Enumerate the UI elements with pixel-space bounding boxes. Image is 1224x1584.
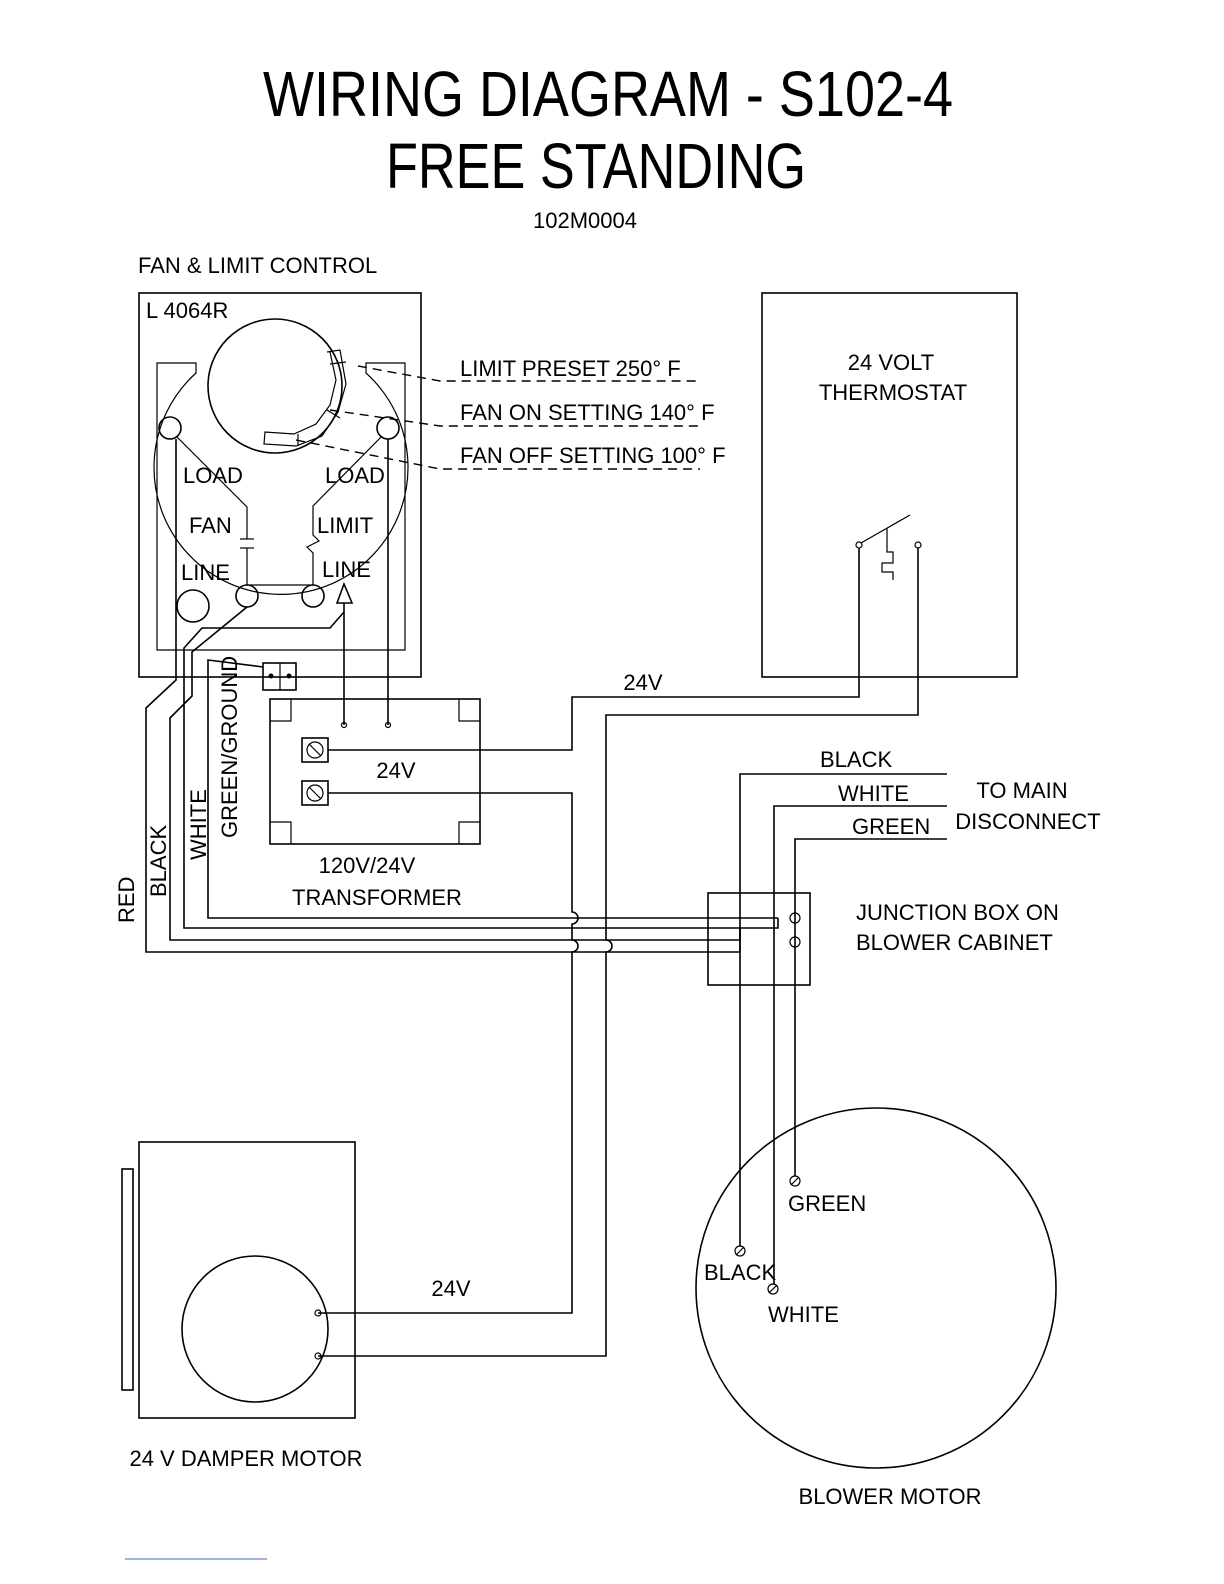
fan-off-setting-label: FAN OFF SETTING 100° F [460,443,726,468]
fan-limit-control: L 4064R LOAD LOAD FAN LIMIT LINE LINE [138,292,700,678]
line-terminal-limit [301,584,325,608]
dial [207,318,343,454]
damper-motor-label: 24 V DAMPER MOTOR [129,1446,362,1471]
control-model: L 4064R [146,298,228,323]
load-label-left: LOAD [183,463,243,488]
supply-wire-black [739,773,947,1246]
main-disconnect-label-line2: DISCONNECT [955,809,1100,834]
wire-label-24v-thermostat: 24V [623,670,662,695]
line-terminal-limit-out [335,581,354,604]
thermostat-label-line1: 24 VOLT [848,350,934,375]
thermostat-switch [860,514,911,544]
wire-24v-thermostat-to-transformer [328,548,860,751]
line-label-left: LINE [181,560,230,585]
junction-box-label-line1: JUNCTION BOX ON [856,900,1059,925]
line-label-right: LINE [322,557,371,582]
blower-terminal-white: WHITE [768,1302,839,1327]
wire-label-black: BLACK [146,825,171,897]
wire-label-green-ground: GREEN/GROUND [217,656,242,838]
wire-transformer-to-damper [318,792,579,1314]
supply-label-black: BLACK [820,747,892,772]
blower-motor-label: BLOWER MOTOR [799,1484,982,1509]
fan-on-setting-label: FAN ON SETTING 140° F [460,400,715,425]
wire-label-red: RED [114,877,139,923]
transformer-label-line1: 120V/24V [319,853,416,878]
fan-limit-control-heading: FAN & LIMIT CONTROL [138,253,377,278]
blower-terminal-green: GREEN [788,1191,866,1216]
diagram-subtitle: FREE STANDING [386,130,806,202]
wire-label-white: WHITE [186,789,211,860]
thermostat: 24 VOLT THERMOSTAT [761,292,1018,678]
limit-preset-label: LIMIT PRESET 250° F [460,356,681,381]
damper-blade [121,1168,134,1391]
main-disconnect-label-line1: TO MAIN [976,778,1067,803]
document-number: 102M0004 [533,208,637,233]
wire-label-24v-damper: 24V [431,1276,470,1301]
supply-wire-white [773,805,947,1284]
load-terminal-left [158,416,182,440]
supply-wire-green [794,838,947,1176]
line-terminal-fan [235,584,259,608]
main-disconnect-wires [739,773,947,1284]
junction-box [707,892,811,986]
supply-label-green: GREEN [852,814,930,839]
load-terminal-right [376,416,400,440]
blower-terminal-black: BLACK [704,1260,776,1285]
supply-label-white: WHITE [838,781,909,806]
fan-label: FAN [189,513,232,538]
wire-green-ground [207,659,778,919]
transformer: 24V [269,698,481,845]
diagram-title: WIRING DIAGRAM - S102-4 [263,58,953,130]
bimetal-icon [881,528,894,580]
blower-motor: GREEN BLACK WHITE [695,1107,1057,1469]
wires [145,439,919,1357]
wire-red [145,439,779,953]
transformer-label-line2: TRANSFORMER [292,885,462,910]
limit-label: LIMIT [317,513,373,538]
junction-box-label-line2: BLOWER CABINET [856,930,1053,955]
load-label-right: LOAD [325,463,385,488]
ground-lug [262,662,297,691]
damper-motor [121,1141,356,1419]
thermostat-label-line2: THERMOSTAT [819,380,967,405]
transformer-voltage: 24V [376,758,415,783]
mounting-hole [176,589,210,623]
wire-white [183,611,740,929]
